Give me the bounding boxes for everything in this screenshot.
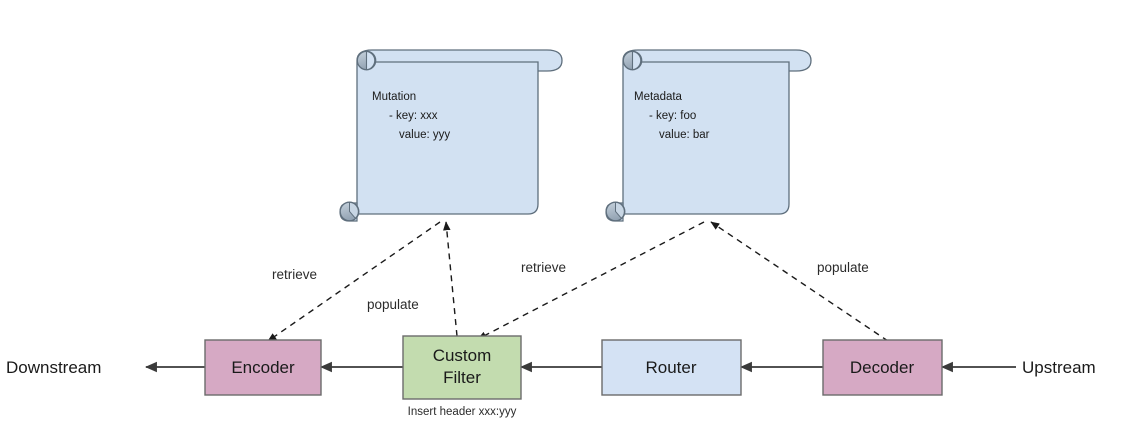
label-upstream: Upstream <box>1022 358 1096 377</box>
edge-filter-populate-mutation <box>443 221 458 337</box>
scroll-mutation-line-2: value: yyy <box>399 129 450 141</box>
node-custom-filter-label-line1: Custom <box>433 346 492 365</box>
edge-label-populate-left: populate <box>367 297 419 312</box>
node-encoder-box[interactable] <box>204 339 322 396</box>
scroll-mutation: Mutation - key: xxx value: yyy <box>339 49 563 222</box>
node-custom-filter[interactable]: Custom Filter <box>402 335 522 400</box>
scroll-metadata-line-2: value: bar <box>659 129 710 141</box>
scroll-metadata-bottom-curl-inner <box>615 201 625 220</box>
scroll-mutation-body <box>356 61 539 215</box>
node-decoder-label: Decoder <box>850 358 915 377</box>
scroll-mutation-top-curl-inner <box>365 50 376 71</box>
node-router-label: Router <box>645 358 696 377</box>
edge-label-retrieve-right: retrieve <box>521 260 566 275</box>
node-router[interactable]: Router <box>601 339 742 396</box>
edge-decoder-populate-metadata <box>710 221 889 342</box>
node-encoder-label: Encoder <box>231 358 295 377</box>
scroll-metadata: Metadata - key: foo value: bar <box>605 49 812 222</box>
node-decoder-box[interactable] <box>822 339 943 396</box>
caption-insert-header: Insert header xxx:yyy <box>408 406 517 418</box>
scroll-metadata-body <box>622 61 790 215</box>
edge-label-populate-right: populate <box>817 260 869 275</box>
node-decoder[interactable]: Decoder <box>822 339 943 396</box>
scroll-mutation-bottom-curl-inner <box>349 201 359 220</box>
scroll-metadata-line-1: - key: foo <box>649 110 696 122</box>
scroll-mutation-line-1: - key: xxx <box>389 110 438 122</box>
edge-label-retrieve-left: retrieve <box>272 267 317 282</box>
label-downstream: Downstream <box>6 358 101 377</box>
node-encoder[interactable]: Encoder <box>204 339 322 396</box>
node-custom-filter-label-line2: Filter <box>443 368 481 387</box>
scroll-metadata-top-curl-inner <box>631 50 642 71</box>
scroll-metadata-line-0: Metadata <box>634 91 683 103</box>
edge-metadata-retrieve-filter <box>477 221 705 340</box>
scroll-mutation-line-0: Mutation <box>372 91 416 103</box>
node-custom-filter-box[interactable] <box>402 335 522 400</box>
node-router-box[interactable] <box>601 339 742 396</box>
edge-mutation-retrieve-encoder <box>267 221 441 342</box>
